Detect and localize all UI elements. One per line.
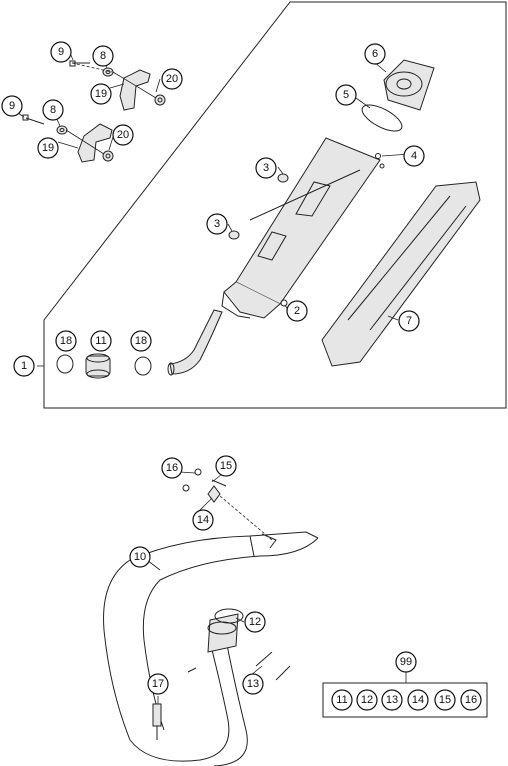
svg-text:3: 3 xyxy=(263,162,269,174)
svg-text:11: 11 xyxy=(95,335,106,347)
springs-13 xyxy=(255,651,291,681)
svg-text:1: 1 xyxy=(21,360,27,372)
header-pipe xyxy=(103,531,319,766)
nut-4 xyxy=(375,153,381,159)
svg-text:2: 2 xyxy=(294,305,300,317)
kit-item-15: 15 xyxy=(434,689,456,711)
end-cap-gasket xyxy=(361,104,403,132)
seal-ring-18-right xyxy=(134,356,152,376)
svg-text:8: 8 xyxy=(50,104,56,116)
svg-text:14: 14 xyxy=(412,694,424,706)
bracket-set-lower xyxy=(22,114,114,163)
svg-text:11: 11 xyxy=(336,694,347,706)
svg-text:19: 19 xyxy=(42,142,54,154)
callout-12: 12 xyxy=(244,611,266,633)
end-cap xyxy=(383,59,435,111)
svg-text:20: 20 xyxy=(117,129,129,141)
callout-16: 16 xyxy=(161,457,183,479)
callout-10: 10 xyxy=(129,546,151,568)
spacer-3-lower xyxy=(228,230,240,240)
spacer-3-upper xyxy=(277,173,289,183)
svg-text:15: 15 xyxy=(439,694,451,706)
svg-text:14: 14 xyxy=(197,514,209,526)
kit-99-box xyxy=(322,682,488,718)
silencer-body xyxy=(221,137,385,319)
kit-item-14: 14 xyxy=(407,689,429,711)
callout-3-lower: 3 xyxy=(206,213,228,235)
callout-18-left: 18 xyxy=(55,330,77,352)
callout-19-upper: 19 xyxy=(90,83,112,105)
sensor-17 xyxy=(152,696,162,740)
callout-17: 17 xyxy=(147,673,169,695)
callout-2: 2 xyxy=(286,300,308,322)
callout-15: 15 xyxy=(215,455,237,477)
svg-text:5: 5 xyxy=(343,89,349,101)
callout-9-upper: 9 xyxy=(50,41,72,63)
callout-14: 14 xyxy=(192,509,214,531)
svg-text:7: 7 xyxy=(406,315,412,327)
svg-text:3: 3 xyxy=(214,218,220,230)
svg-text:4: 4 xyxy=(411,150,417,162)
sleeve-11 xyxy=(85,353,111,379)
silencer-sleeve xyxy=(321,181,481,367)
seal-ring-18-left xyxy=(56,354,74,374)
kit-item-12: 12 xyxy=(356,689,378,711)
callout-18-right: 18 xyxy=(130,330,152,352)
callout-8-lower: 8 xyxy=(42,99,64,121)
callout-1: 1 xyxy=(13,355,35,377)
kit-item-11: 11 xyxy=(331,689,353,711)
callout-9-lower: 9 xyxy=(1,95,23,117)
callout-5: 5 xyxy=(335,84,357,106)
leader-lines xyxy=(17,52,411,677)
bracket-set-upper xyxy=(69,60,166,111)
kit-item-16: 16 xyxy=(460,689,482,711)
callout-19-lower: 19 xyxy=(37,137,59,159)
kit-item-13: 13 xyxy=(381,689,403,711)
silencer-inlet-pipe xyxy=(167,309,223,376)
svg-text:15: 15 xyxy=(220,460,232,472)
svg-text:18: 18 xyxy=(60,335,72,347)
callout-3-upper: 3 xyxy=(255,157,277,179)
mount-hardware xyxy=(182,468,277,549)
callout-99: 99 xyxy=(395,651,417,673)
svg-text:16: 16 xyxy=(465,694,477,706)
svg-text:9: 9 xyxy=(9,100,15,112)
svg-text:13: 13 xyxy=(386,694,398,706)
silencer-assembly-frame xyxy=(43,1,507,409)
callout-7: 7 xyxy=(398,310,420,332)
svg-text:17: 17 xyxy=(152,678,164,690)
svg-text:20: 20 xyxy=(166,73,178,85)
screw-2 xyxy=(280,299,288,307)
svg-text:9: 9 xyxy=(58,46,64,58)
callout-20-lower: 20 xyxy=(112,124,134,146)
svg-text:10: 10 xyxy=(134,551,146,563)
svg-text:6: 6 xyxy=(372,48,378,60)
callout-13: 13 xyxy=(242,673,264,695)
svg-text:19: 19 xyxy=(95,88,107,100)
callout-4: 4 xyxy=(403,145,425,167)
svg-text:99: 99 xyxy=(400,656,412,668)
svg-text:12: 12 xyxy=(249,616,261,628)
callout-8-upper: 8 xyxy=(92,45,114,67)
callout-11: 11 xyxy=(90,330,112,352)
svg-text:13: 13 xyxy=(247,678,259,690)
callout-20-upper: 20 xyxy=(161,68,183,90)
svg-text:12: 12 xyxy=(361,694,373,706)
o-ring-12 xyxy=(214,608,244,624)
svg-text:18: 18 xyxy=(135,335,147,347)
callout-6: 6 xyxy=(364,43,386,65)
svg-text:8: 8 xyxy=(100,50,106,62)
svg-text:16: 16 xyxy=(166,462,178,474)
